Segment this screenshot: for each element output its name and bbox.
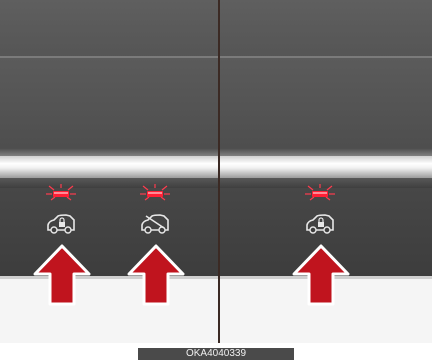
up-arrow-icon bbox=[32, 243, 92, 307]
chrome-trim bbox=[0, 156, 218, 178]
left-panel bbox=[0, 0, 218, 343]
right-panel bbox=[220, 0, 432, 343]
door-panel-upper bbox=[220, 0, 432, 58]
indicator-lamp-icon bbox=[302, 183, 338, 203]
vehicle-unlock-icon bbox=[138, 212, 172, 236]
image-code-caption: OKA4040339 bbox=[0, 343, 432, 355]
chrome-trim bbox=[220, 156, 432, 178]
door-panel-upper bbox=[0, 0, 218, 58]
indicator-lamp-icon bbox=[43, 183, 79, 203]
vehicle-lock-icon bbox=[44, 212, 78, 236]
door-panel-middle bbox=[220, 58, 432, 148]
indicator-lamp-icon bbox=[137, 183, 173, 203]
trim-underside bbox=[0, 178, 218, 188]
door-panel-middle bbox=[0, 58, 218, 148]
vehicle-lock-icon bbox=[303, 212, 337, 236]
image-code-text: OKA4040339 bbox=[138, 348, 294, 360]
up-arrow-icon bbox=[126, 243, 186, 307]
up-arrow-icon bbox=[291, 243, 351, 307]
